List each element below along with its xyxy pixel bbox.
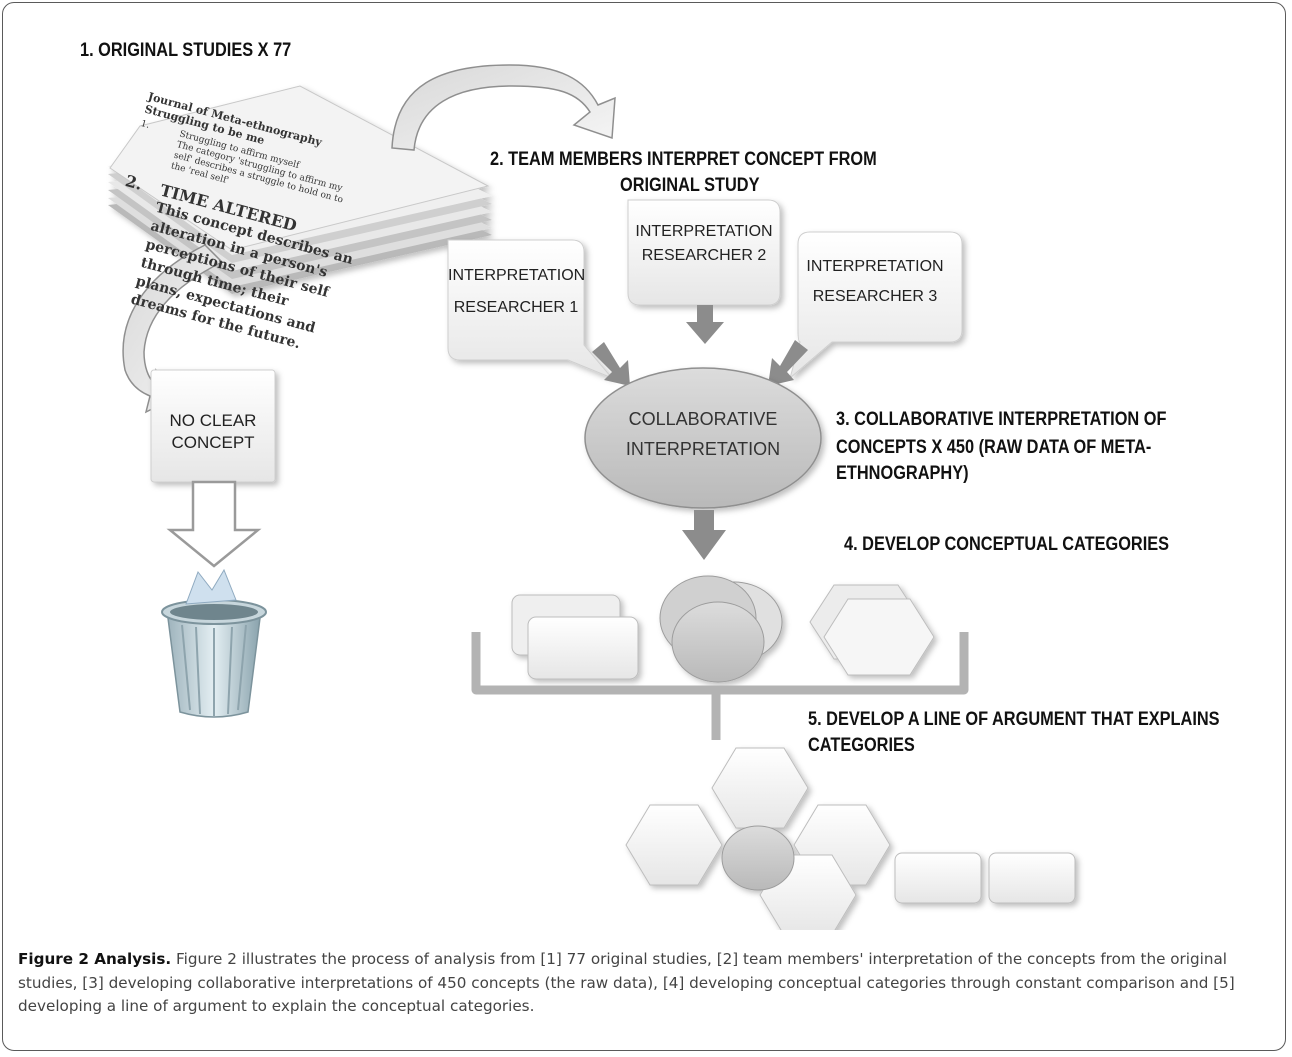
- researcher3-label-line2: RESEARCHER 3: [812, 288, 938, 305]
- arrow-researcher1: [592, 342, 630, 386]
- researcher3-label: INTERPRETATION RESEARCHER 3: [800, 255, 950, 309]
- researcher3-label-line1: INTERPRETATION: [806, 258, 944, 275]
- collab-label-line2: INTERPRETATION: [625, 439, 781, 459]
- step5-heading-line2: CATEGORIES: [808, 735, 915, 756]
- step5-heading-line1: 5. DEVELOP A LINE OF ARGUMENT THAT EXPLA…: [808, 709, 1220, 730]
- category-hexagons: [809, 584, 935, 676]
- trash-bin-icon: [161, 568, 267, 718]
- argument-cluster: [625, 747, 1076, 930]
- researcher-box-3: [789, 231, 963, 380]
- researcher2-label: INTERPRETATION RESEARCHER 2: [628, 220, 780, 268]
- diagram-graphics: [108, 64, 1076, 930]
- researcher1-label-line1: INTERPRETATION: [448, 267, 586, 284]
- researcher2-label-line2: RESEARCHER 2: [641, 247, 767, 264]
- collab-label: COLLABORATIVE INTERPRETATION: [600, 404, 806, 464]
- caption-label: Figure 2 Analysis.: [18, 950, 172, 968]
- no-concept-label: NO CLEAR CONCEPT: [151, 410, 275, 454]
- step4-heading: 4. DEVELOP CONCEPTUAL CATEGORIES: [844, 534, 1170, 555]
- step2-heading-line2: ORIGINAL STUDY: [620, 175, 760, 196]
- step3-heading-line2: CONCEPTS X 450 (RAW DATA OF META-: [836, 437, 1152, 458]
- doc-item2-num: 2.: [123, 171, 145, 194]
- researcher1-label-line2: RESEARCHER 1: [453, 299, 579, 316]
- doc-item1-num: 1.: [139, 118, 151, 131]
- researcher-box-2: [627, 199, 781, 306]
- no-concept-label-line2: CONCEPT: [171, 433, 255, 452]
- arrow-to-bin: [166, 480, 262, 568]
- step3-heading-line1: 3. COLLABORATIVE INTERPRETATION OF: [836, 409, 1167, 430]
- grouping-bracket: [471, 632, 969, 740]
- collaborative-ellipse: [584, 367, 822, 509]
- arrow-researcher3: [768, 340, 808, 386]
- figure-caption: Figure 2 Analysis. Figure 2 illustrates …: [18, 948, 1274, 1019]
- no-concept-label-line1: NO CLEAR: [169, 411, 257, 430]
- arrow-researcher2: [686, 305, 724, 344]
- collab-label-line1: COLLABORATIVE: [628, 409, 778, 429]
- category-rectangles: [511, 594, 639, 680]
- curved-arrow-top: [391, 64, 616, 151]
- step3-heading-line3: ETHNOGRAPHY): [836, 463, 969, 484]
- category-ovals: [659, 575, 783, 683]
- step1-heading: 1. ORIGINAL STUDIES X 77: [80, 40, 292, 61]
- researcher1-label: INTERPRETATION RESEARCHER 1: [448, 264, 586, 320]
- step2-heading-line1: 2. TEAM MEMBERS INTERPRET CONCEPT FROM: [490, 149, 877, 170]
- analysis-diagram: Journal of Meta-ethnography Struggling t…: [80, 40, 1220, 930]
- caption-text: Figure 2 illustrates the process of anal…: [18, 950, 1235, 1015]
- researcher2-label-line1: INTERPRETATION: [635, 223, 773, 240]
- arrow-to-categories: [682, 510, 726, 560]
